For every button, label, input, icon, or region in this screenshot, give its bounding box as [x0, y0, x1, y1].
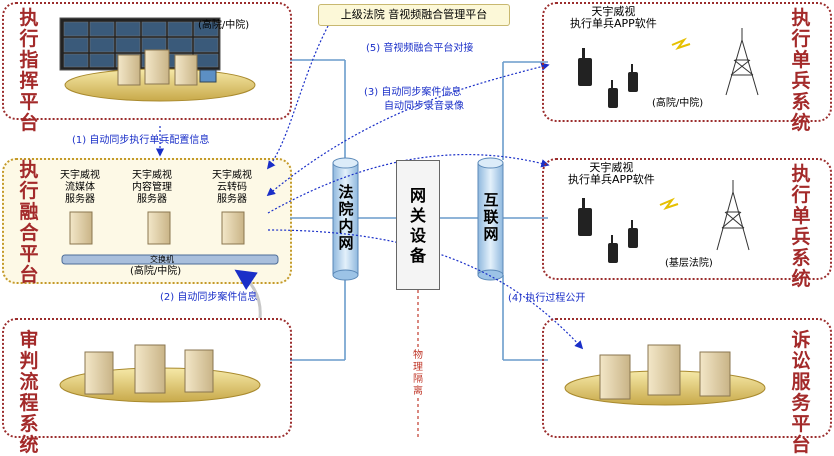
top-platform: 上级法院 音视频融合管理平台 — [318, 4, 510, 26]
tower-icon-2 — [716, 180, 750, 251]
command-sublabel: (高院/中院) — [198, 20, 250, 31]
flow-label-4: (4) 执行过程公开 — [508, 293, 586, 304]
soldier-sublabel-1: (高院/中院) — [652, 98, 704, 109]
litigation-servers — [599, 344, 731, 400]
gateway-label: 网关设备 — [409, 186, 426, 265]
signal-bolt-2 — [659, 197, 679, 210]
soldier-panel-2-title: 执行单兵系统 — [791, 163, 811, 290]
fusion-server-3: 天宇威视 云转码 服务器 — [212, 170, 252, 205]
soldier-app-1: 天宇威视 执行单兵APP软件 — [570, 5, 657, 30]
soldier-sublabel-2: (基层法院) — [665, 258, 713, 269]
flow-label-5: (5) 音视频融合平台对接 — [366, 43, 474, 54]
tower-icon-1 — [725, 28, 759, 96]
litigation-panel — [542, 318, 832, 438]
fusion-servers — [69, 211, 245, 245]
soldier-panel-1 — [542, 2, 832, 122]
fusion-server-2: 天宇威视 内容管理 服务器 — [132, 170, 172, 205]
flow-label-3b: 自动同步录音录像 — [384, 101, 464, 112]
trial-panel — [2, 318, 292, 438]
signal-bolt-1 — [671, 37, 691, 50]
flow-arrow-2 — [234, 269, 262, 319]
court-net-label: 法院内网 — [338, 183, 354, 252]
command-panel-title: 执行指挥平台 — [19, 7, 39, 134]
gateway-box — [396, 160, 440, 290]
soldier-panel-1-title: 执行单兵系统 — [791, 7, 811, 134]
command-panel — [2, 2, 292, 120]
radio-devices-2 — [578, 198, 638, 263]
switch-label: 交换机 — [150, 255, 174, 264]
trial-servers — [84, 344, 214, 395]
flow-label-3a: (3) 自动同步案件信息 — [364, 87, 462, 98]
flow-label-2: (2) 自动同步案件信息 — [160, 292, 258, 303]
soldier-panel-2 — [542, 158, 832, 280]
flow-label-1: (1) 自动同步执行单兵配置信息 — [72, 135, 210, 146]
isolation-label: 物理隔离 — [412, 350, 424, 398]
command-servers — [117, 49, 198, 86]
internet-label: 互联网 — [483, 191, 499, 243]
trial-panel-title: 审判流程系统 — [19, 329, 39, 456]
litigation-panel-title: 诉讼服务平台 — [791, 329, 811, 456]
soldier-app-2: 天宇威视 执行单兵APP软件 — [568, 161, 655, 186]
radio-devices-1 — [578, 48, 638, 108]
monitor-icon — [199, 69, 217, 83]
switch-icon — [61, 254, 279, 265]
fusion-sublabel: (高院/中院) — [130, 266, 182, 277]
fusion-panel-title: 执行融合平台 — [19, 159, 39, 286]
fusion-server-1: 天宇威视 流媒体 服务器 — [60, 170, 100, 205]
